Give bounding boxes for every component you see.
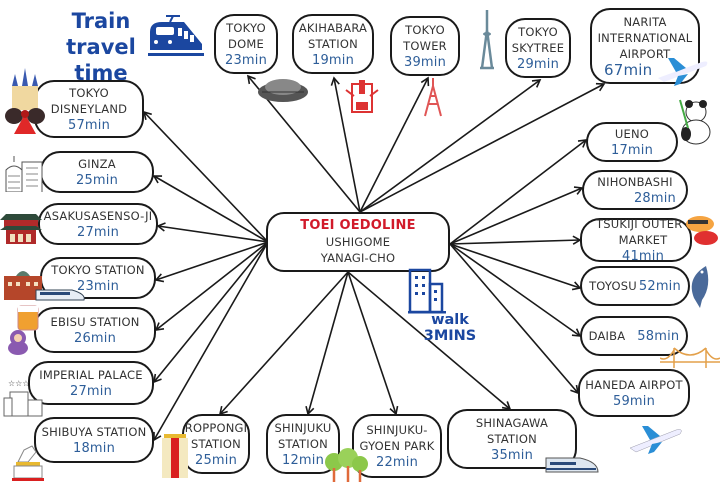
destination-imperial-palace: IMPERIAL PALACE 27min [28,361,154,405]
travel-time: 29min [516,56,560,72]
arrow-nihonbashi [449,186,584,245]
destination-ginza: GINZA 25min [40,151,154,193]
hills-tower-icon [162,434,188,478]
destination-ebisu: EBISU STATION 26min [34,307,156,353]
destination-disneyland: TOKYO DISNEYLAND 57min [34,80,144,138]
arrow-narita [359,82,606,213]
destination-nihonbashi: NIHONBASHI 28min [582,170,688,210]
travel-time: 23min [224,52,268,68]
travel-time: 27min [76,224,120,240]
travel-time: 35min [490,447,534,463]
line-name: TOEI OEDOLINE [300,218,416,233]
arrow-toyosu [449,243,582,291]
travel-time: 25min [75,172,119,188]
destination-akihabara: AKIHABARA STATION 19min [292,14,374,74]
travel-time: 52min [638,278,681,294]
arrow-tokyo-tower [359,76,430,213]
building-icon [408,268,446,314]
arrow-haneda [449,243,580,395]
arrow-roppongi [218,271,349,416]
travel-time: 67min [604,60,653,79]
robot-icon [345,80,379,113]
fish-icon [691,266,709,308]
arrow-imperial-palace [152,241,269,384]
arrow-shinagawa [347,271,512,411]
origin-station-box: TOEI OEDOLINE USHIGOME YANAGI-CHO [266,212,450,272]
destination-asakusa: ASAKUSASENSO-JI 27min [38,203,158,245]
travel-time: 19min [311,52,355,68]
arrow-shibuya [153,241,269,442]
destination-ueno: UENO 17min [586,122,678,162]
palace-icon: ☆☆☆ [3,379,43,417]
skytree-icon [480,10,494,70]
department-store-icon [5,156,43,192]
travel-time: 28min [633,190,676,206]
airplane-icon [629,426,682,454]
castle-icon [5,68,45,134]
bullet-train-icon [545,457,599,473]
travel-time: 22min [375,454,419,470]
travel-time: 57min [67,117,111,133]
arrow-shinjuku-gyoen [347,271,399,416]
svg-text:☆☆☆: ☆☆☆ [8,379,30,388]
destination-roppongi: ROPPONGI STATION 25min [182,414,250,474]
airplane-icon [658,58,708,86]
travel-time: 39min [403,54,447,70]
arrow-akihabara [330,76,361,213]
arrow-shinjuku [305,271,349,416]
destination-tsukiji: TSUKIJI OUTER MARKET 41min [580,217,692,264]
travel-time: 27min [69,383,113,399]
arrow-tokyo-station [154,241,269,283]
station-building-icon [4,271,85,301]
walk-time-label: walk 3MINS [423,312,477,344]
travel-time: 59min [612,393,656,409]
tower-icon [424,78,442,117]
destination-tokyo-tower: TOKYO TOWER 39min [390,16,460,76]
travel-time: 26min [73,330,117,346]
destination-shibuya: SHIBUYA STATION 18min [34,417,154,463]
stadium-icon [258,79,308,102]
travel-time: 17min [610,142,654,158]
destination-daiba: DAIBA 58min [580,316,688,356]
arrow-ginza [152,175,269,243]
station-name-line1: USHIGOME [325,235,391,249]
arrow-ueno [449,139,588,245]
arrow-tokyo-skytree [359,79,542,213]
travel-time: 12min [281,452,325,468]
travel-time: 23min [76,278,120,294]
travel-time: 41min [621,248,665,264]
hachiko-statue-icon [12,445,44,481]
station-name-line2: YANAGI-CHO [320,251,396,265]
page-title: Train travel time [66,9,136,85]
temple-gate-icon [0,214,42,244]
sushi-icon [686,216,718,245]
panda-icon [679,99,711,145]
arrow-disneyland [142,110,269,243]
destination-haneda: HANEDA AIRPOT 59min [578,369,690,417]
train-icon [148,15,204,56]
trees-icon [325,448,368,482]
destination-tokyo-dome: TOKYO DOME 23min [214,14,278,74]
beer-icon [8,305,39,355]
destination-tokyo-skytree: TOKYO SKYTREE 29min [505,18,571,78]
arrow-ebisu [154,241,269,331]
arrow-daiba [449,243,582,337]
bridge-icon [660,347,720,368]
arrow-tsukiji [449,235,582,245]
travel-time: 58min [637,328,680,344]
arrow-asakusa [156,222,269,243]
travel-time: 25min [194,452,238,468]
travel-time: 18min [72,440,116,456]
destination-toyosu: TOYOSU 52min [580,266,690,306]
